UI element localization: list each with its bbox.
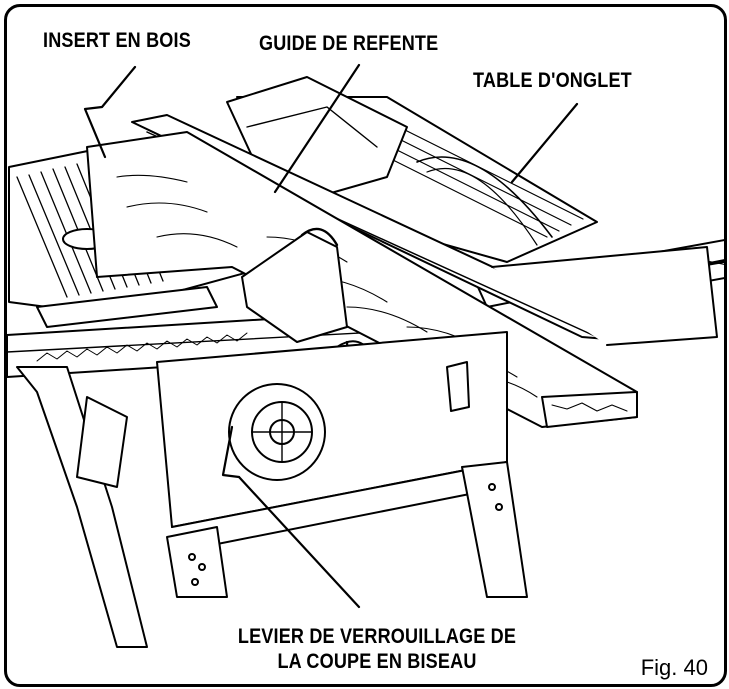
- label-levier-line-1: LEVIER DE VERROUILLAGE DE: [237, 625, 517, 648]
- label-table-d-onglet: TABLE D'ONGLET: [473, 69, 632, 92]
- figure-frame: INSERT EN BOIS GUIDE DE REFENTE TABLE D'…: [4, 4, 727, 687]
- table-saw-illustration: [7, 63, 724, 648]
- label-guide-de-refente: GUIDE DE REFENTE: [259, 32, 439, 55]
- figure-number: Fig. 40: [640, 655, 708, 680]
- label-levier-verrouillage: LEVIER DE VERROUILLAGE DE LA COUPE EN BI…: [214, 624, 541, 674]
- label-insert-en-bois: INSERT EN BOIS: [43, 29, 191, 52]
- label-levier-line-2: LA COUPE EN BISEAU: [277, 650, 477, 673]
